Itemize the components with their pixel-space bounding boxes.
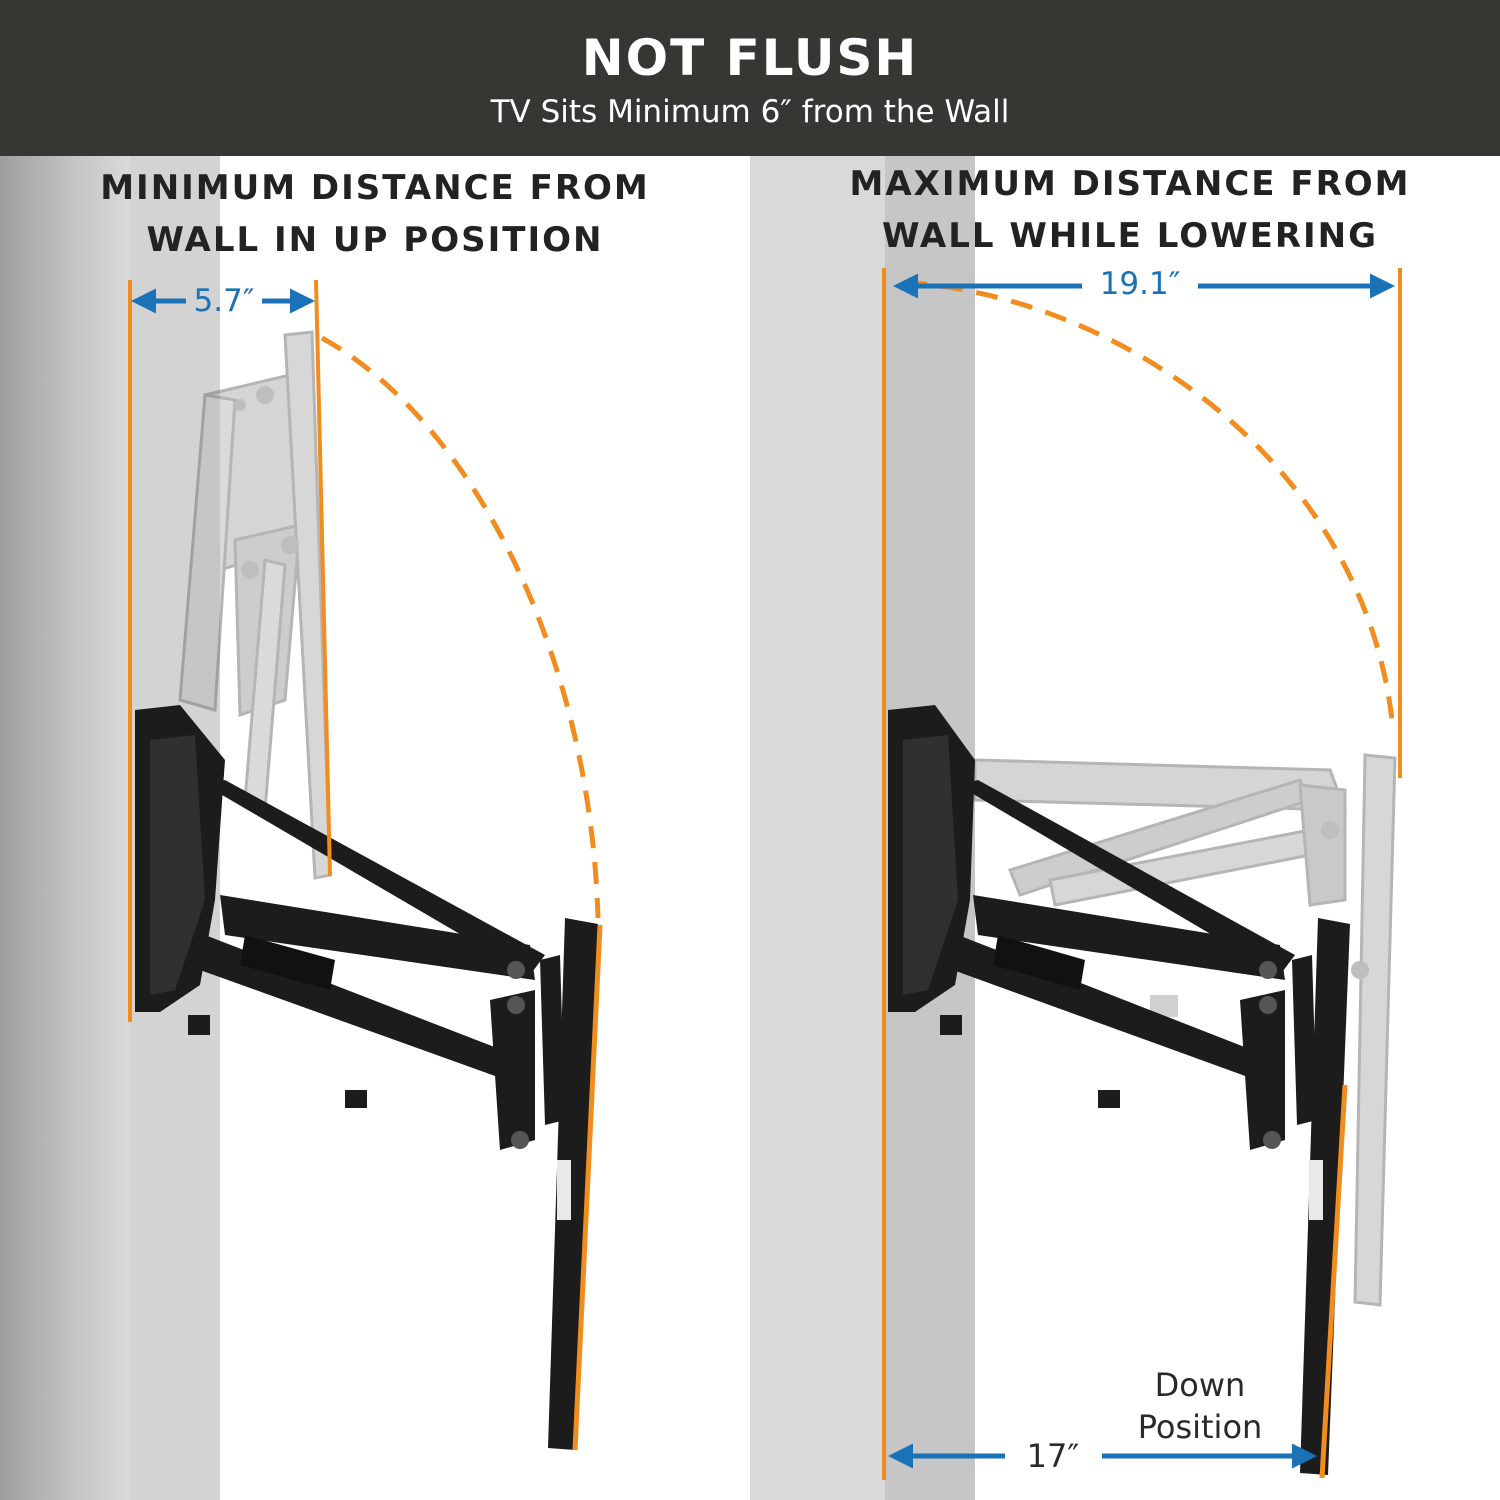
left-tv-down [548,918,598,1450]
down-position-line-1: Down [1154,1366,1246,1404]
left-orange-guides [128,279,603,1451]
right-tv-down [1300,918,1350,1475]
left-ghost-tv-up [178,330,332,880]
right-mount-arm [888,705,1317,1150]
down-position-line-2: Position [1137,1408,1263,1446]
header-title: NOT FLUSH [581,29,919,87]
left-mount-arm [135,705,565,1150]
left-title-line-1: MINIMUM DISTANCE FROM [100,168,650,208]
right-orange-guides [882,268,1402,1480]
right-bottom-dimension-label: 17″ [1026,1437,1080,1475]
right-top-dimension-label: 19.1″ [1099,266,1181,302]
right-title-line-1: MAXIMUM DISTANCE FROM [849,164,1411,204]
header-subtitle: TV Sits Minimum 6″ from the Wall [490,94,1010,130]
right-section-title: MAXIMUM DISTANCE FROM WALL WHILE LOWERIN… [780,158,1480,262]
header-banner: NOT FLUSH TV Sits Minimum 6″ from the Wa… [0,0,1500,156]
down-position-label: Down Position [1110,1364,1290,1448]
left-section-title: MINIMUM DISTANCE FROM WALL IN UP POSITIO… [30,162,720,266]
right-ghost-tv-lowering [973,753,1397,1307]
left-title-line-2: WALL IN UP POSITION [146,220,604,260]
right-title-line-2: WALL WHILE LOWERING [881,216,1379,256]
left-dimension-label: 5.7″ [193,283,255,319]
